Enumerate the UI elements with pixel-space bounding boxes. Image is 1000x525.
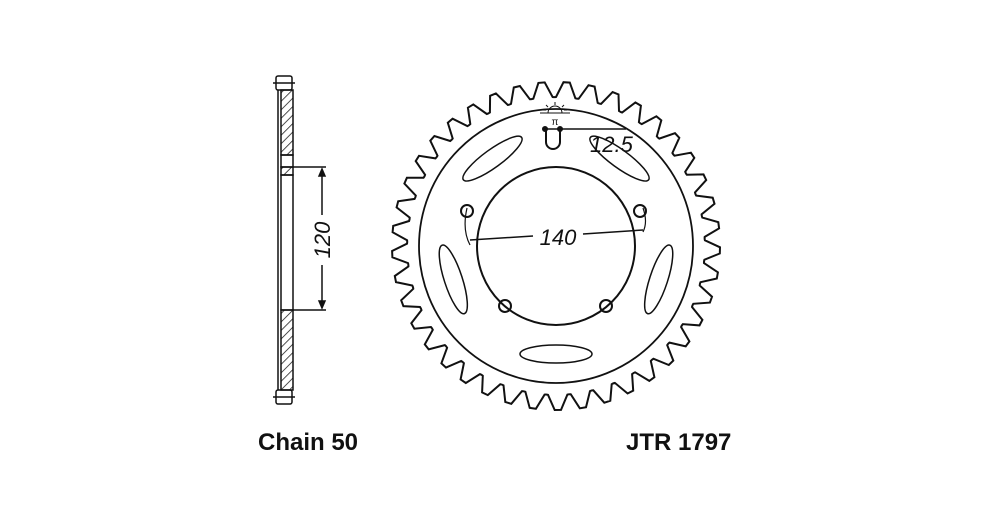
lightening-slots (438, 135, 674, 364)
bolt-hole (633, 204, 647, 218)
bolt-hole (599, 299, 613, 313)
sprocket-teeth-outline (391, 81, 722, 412)
bolt-hole (460, 204, 474, 218)
sun-symbol (540, 102, 570, 114)
chain-size-caption: Chain 50 (258, 429, 358, 456)
hatch-bottom (280, 309, 294, 391)
side-view (273, 75, 327, 405)
dim-140-label: 140 (540, 225, 577, 250)
hatch-top (280, 89, 294, 156)
bolt-hole (498, 299, 512, 313)
dim-line-140 (469, 235, 534, 241)
bolt-holes (460, 130, 647, 313)
center-bore (476, 166, 636, 326)
dim-120-label: 120 (310, 221, 335, 258)
body-circle (418, 108, 694, 384)
top-bolt-hole (545, 130, 561, 150)
part-number-caption: JTR 1797 (626, 429, 731, 456)
dim-12-5-label: 12.5 (590, 132, 634, 157)
pi-symbol: π (552, 117, 559, 128)
lightening-slot (519, 344, 593, 364)
lightening-slot (438, 244, 469, 315)
lightening-slot (589, 135, 650, 182)
lightening-slot (643, 244, 674, 315)
sprocket-front-view (391, 81, 722, 412)
lightening-slot (462, 135, 523, 182)
hub-section (280, 174, 294, 311)
